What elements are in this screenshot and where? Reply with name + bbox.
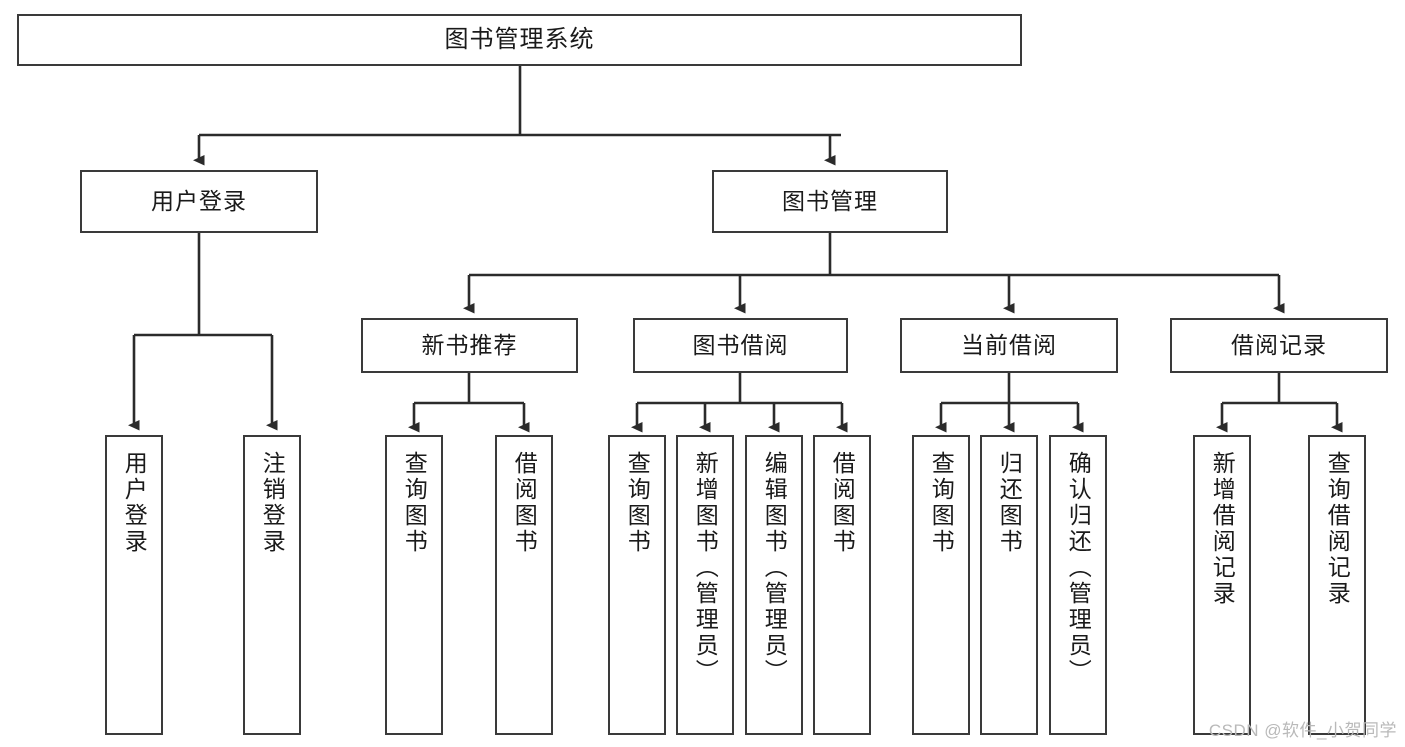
node-book-management[interactable]: 图书管理 <box>712 170 948 233</box>
leaf-user-login[interactable]: 用户登录 <box>105 435 163 735</box>
leaf-currentborrow-query-book[interactable]: 查询图书 <box>912 435 970 735</box>
node-label: 新书推荐 <box>421 332 518 359</box>
leaf-bookborrow-borrow-book[interactable]: 借阅图书 <box>813 435 871 735</box>
csdn-watermark: CSDN @软件_小贺同学 <box>1208 721 1397 740</box>
node-label: 查询图书 <box>928 451 955 555</box>
node-label: 查询图书 <box>401 451 428 555</box>
node-borrow-record[interactable]: 借阅记录 <box>1170 318 1388 373</box>
node-book-borrow[interactable]: 图书借阅 <box>633 318 848 373</box>
node-label: 归还图书 <box>996 451 1023 555</box>
node-label: 查询图书 <box>624 451 651 555</box>
leaf-bookborrow-query-book[interactable]: 查询图书 <box>608 435 666 735</box>
leaf-newbook-borrow-book[interactable]: 借阅图书 <box>495 435 553 735</box>
leaf-currentborrow-confirm-return-admin[interactable]: 确认归还（管理员） <box>1049 435 1107 735</box>
leaf-bookborrow-edit-book-admin[interactable]: 编辑图书（管理员） <box>745 435 803 735</box>
node-label: 图书管理 <box>782 188 878 215</box>
node-label: 借阅图书 <box>829 451 856 555</box>
leaf-currentborrow-return-book[interactable]: 归还图书 <box>980 435 1038 735</box>
node-label: 图书管理系统 <box>444 26 595 54</box>
node-label: 图书借阅 <box>692 332 789 359</box>
node-label: 编辑图书（管理员） <box>761 451 788 685</box>
node-label: 借阅记录 <box>1231 332 1327 359</box>
node-user-login[interactable]: 用户登录 <box>80 170 318 233</box>
node-new-book-recommend[interactable]: 新书推荐 <box>361 318 578 373</box>
node-label: 确认归还（管理员） <box>1065 451 1092 685</box>
leaf-borrowrecord-query-record[interactable]: 查询借阅记录 <box>1308 435 1366 735</box>
leaf-logout[interactable]: 注销登录 <box>243 435 301 735</box>
node-label: 借阅图书 <box>511 451 538 555</box>
node-label: 用户登录 <box>151 188 247 215</box>
node-label: 新增借阅记录 <box>1209 451 1236 607</box>
node-label: 新增图书（管理员） <box>692 451 719 685</box>
leaf-borrowrecord-add-record[interactable]: 新增借阅记录 <box>1193 435 1251 735</box>
node-root-system[interactable]: 图书管理系统 <box>17 14 1022 66</box>
node-current-borrow[interactable]: 当前借阅 <box>900 318 1118 373</box>
leaf-bookborrow-add-book-admin[interactable]: 新增图书（管理员） <box>676 435 734 735</box>
node-label: 用户登录 <box>121 451 148 555</box>
leaf-newbook-query-book[interactable]: 查询图书 <box>385 435 443 735</box>
node-label: 当前借阅 <box>961 332 1057 359</box>
node-label: 注销登录 <box>259 451 286 555</box>
node-label: 查询借阅记录 <box>1324 451 1351 607</box>
